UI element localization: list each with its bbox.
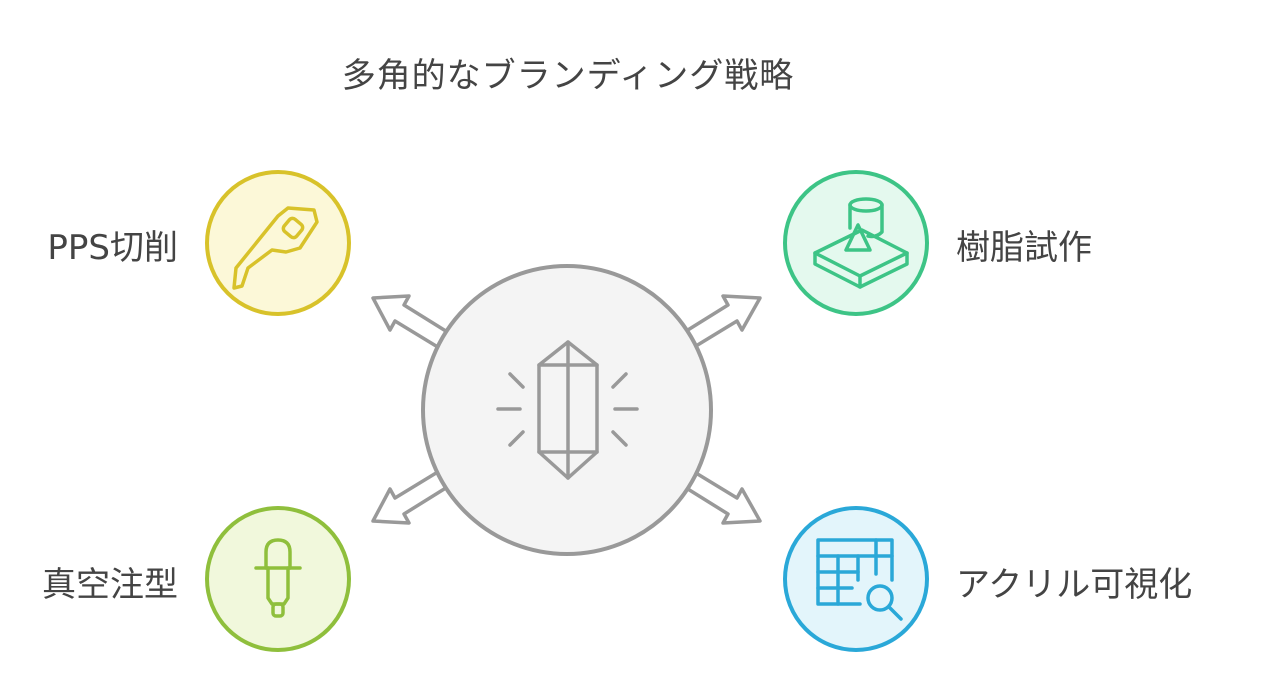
- node-pps-circle: [205, 170, 351, 316]
- crystal-icon: [496, 340, 639, 480]
- node-label-resin: 樹脂試作: [956, 228, 1092, 268]
- node-label-acrylic: アクリル可視化: [956, 565, 1193, 605]
- arrows: [371, 294, 762, 525]
- visualization-table-icon: [816, 538, 903, 621]
- arrow-up-right: [681, 294, 762, 351]
- node-acrylic-circle: [783, 506, 929, 652]
- diagram-title: 多角的なブランディング戦略: [341, 56, 795, 96]
- arrow-down-right: [681, 468, 762, 525]
- resin-prototype-icon: [813, 197, 909, 289]
- node-resin-circle: [783, 170, 929, 316]
- vacuum-casting-icon: [254, 538, 302, 618]
- node-label-pps: PPS切削: [47, 228, 178, 268]
- arrow-up-left: [371, 294, 451, 351]
- node-vacuum-circle: [205, 506, 351, 652]
- node-label-vacuum: 真空注型: [42, 565, 178, 605]
- arrow-down-left: [371, 468, 451, 525]
- cutter-knife-icon: [232, 206, 319, 290]
